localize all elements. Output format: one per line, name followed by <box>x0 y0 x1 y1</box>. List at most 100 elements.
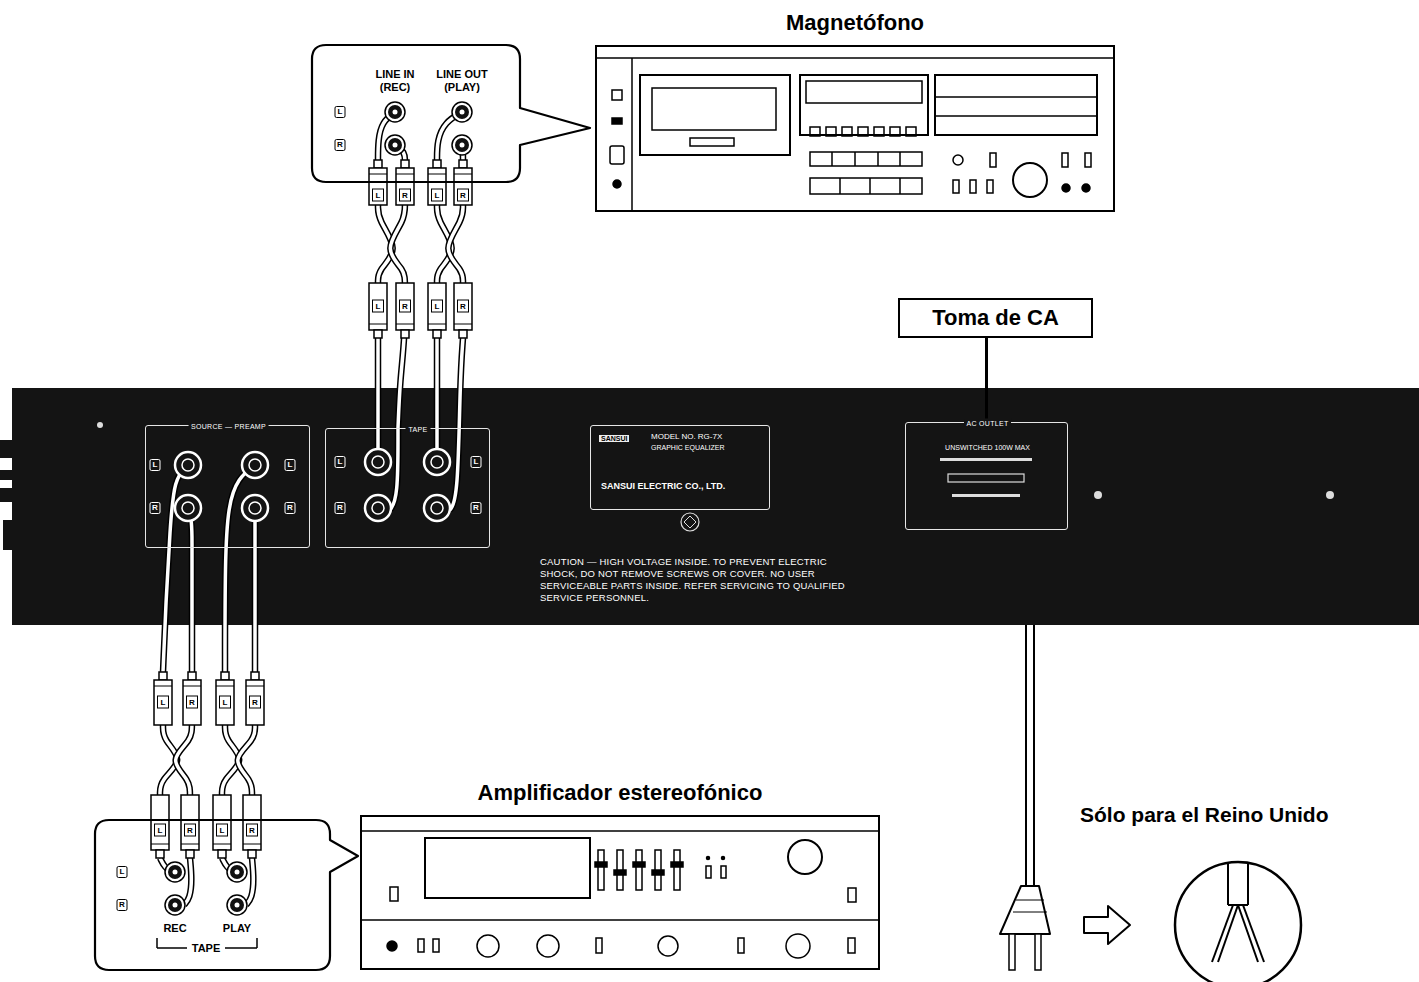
panel-jack <box>372 502 384 514</box>
cable-core <box>390 428 398 510</box>
plug-tip <box>188 672 196 680</box>
amp-led <box>387 941 397 951</box>
plug-tip <box>433 160 441 168</box>
rca-plug <box>396 283 414 338</box>
plug-ridge <box>154 686 172 687</box>
rca-plug <box>454 160 472 205</box>
cable-outline <box>375 338 382 455</box>
rca-jack <box>452 102 472 122</box>
rca-jack <box>388 105 402 119</box>
deck-key <box>826 127 836 136</box>
audio-cable <box>255 508 256 672</box>
channel-mark: R <box>285 502 296 514</box>
cable-core <box>238 725 255 795</box>
rca-plug <box>151 795 169 858</box>
amp-knob <box>658 936 678 956</box>
plug-mark: L <box>372 300 384 313</box>
rca-jack <box>230 865 244 879</box>
brand-logo: SANSUI <box>599 435 629 442</box>
cord-sheath <box>1247 864 1249 905</box>
panel-jack <box>182 459 194 471</box>
power-plug <box>1016 900 1044 901</box>
plug-mark: L <box>431 189 443 202</box>
plug-mark: R <box>399 189 411 202</box>
plug-mark: R <box>457 189 469 202</box>
cable-outline <box>450 338 463 510</box>
rca-plug <box>181 795 199 858</box>
plug-ridge <box>428 324 446 325</box>
rca-jack <box>227 895 247 915</box>
deck-meter <box>935 75 1097 135</box>
deck-switch <box>953 180 959 193</box>
rca-jack <box>388 138 402 152</box>
transport-keys <box>899 178 901 194</box>
cord-sheath <box>1227 864 1229 905</box>
transport-keys <box>810 178 922 194</box>
transport-keys <box>899 152 901 166</box>
jack-group-label: TAPE <box>406 425 431 434</box>
plug-body <box>396 283 414 330</box>
transport-keys <box>810 152 922 166</box>
deck-bevel <box>597 57 1113 59</box>
deck-meter <box>935 96 1097 98</box>
maker-name: SANSUI ELECTRIC CO., LTD. <box>601 481 725 491</box>
screw <box>1094 491 1102 499</box>
audio-cable <box>238 725 255 795</box>
channel-mark: R <box>335 139 346 151</box>
label-box: Toma de CA <box>898 298 1093 338</box>
amp-bevel <box>362 830 878 832</box>
rca-plug <box>154 672 172 725</box>
eq-slider-knob <box>633 862 645 867</box>
eq-slider <box>674 850 680 890</box>
plug-mark: L <box>431 300 443 313</box>
plug-mark: L <box>216 824 228 837</box>
rca-jack <box>455 138 469 152</box>
screw <box>1326 491 1334 499</box>
rca-jack <box>227 862 247 882</box>
amp-switch <box>418 939 424 952</box>
plug-tip <box>374 160 382 168</box>
jack-label: LINE IN (REC) <box>366 68 424 93</box>
deck-switch <box>1085 153 1091 167</box>
deck-key <box>858 127 868 136</box>
panel-jack <box>242 495 268 521</box>
plug-tip <box>401 160 409 168</box>
plug-tip <box>248 850 256 858</box>
plug-body <box>154 680 172 725</box>
outlet-slot <box>940 458 1032 461</box>
panel-jack <box>365 449 391 475</box>
plug-ridge <box>213 844 231 845</box>
audio-cable <box>448 205 463 283</box>
deck-knob <box>953 155 963 165</box>
plug-ridge <box>369 174 387 175</box>
channel-mark: L <box>150 459 161 471</box>
plug-mark: L <box>157 696 169 709</box>
outlet-slot <box>948 474 1024 482</box>
plug-body <box>428 283 446 330</box>
panel-jack <box>372 456 384 468</box>
rca-jack <box>460 143 465 148</box>
callout-outline <box>95 820 330 970</box>
plug-tip <box>433 330 441 338</box>
rca-jack <box>460 110 465 115</box>
device-title: Magnetófono <box>597 10 1113 36</box>
plug-ridge <box>243 844 261 845</box>
plug-prong <box>1009 934 1015 970</box>
deck-key <box>810 127 820 136</box>
deck-knob <box>1013 163 1047 197</box>
tape-bracket <box>256 938 258 948</box>
panel-jack <box>249 502 261 514</box>
rca-plug <box>243 795 261 858</box>
power-cord <box>1025 625 1027 887</box>
eq-slider <box>636 850 642 890</box>
rca-plug <box>213 795 231 858</box>
plug-tip <box>186 850 194 858</box>
cable-outline <box>184 858 191 905</box>
volume-knob <box>788 840 822 874</box>
jack-label: PLAY <box>223 922 251 935</box>
cassette-door <box>640 75 790 155</box>
channel-mark: L <box>335 456 346 468</box>
rca-jack <box>235 870 240 875</box>
plug-tip <box>374 330 382 338</box>
plug-ridge <box>454 174 472 175</box>
